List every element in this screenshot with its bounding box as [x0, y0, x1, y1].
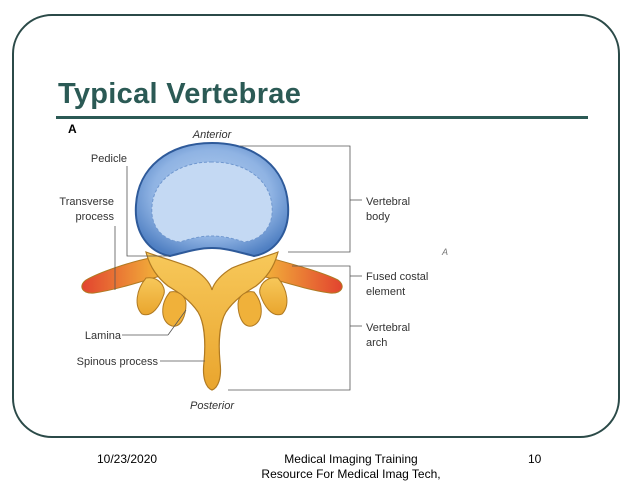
label-transverse-process-1: Transverse	[59, 196, 114, 208]
right-transverse-process	[261, 257, 343, 294]
label-pedicle: Pedicle	[91, 153, 127, 165]
right-articular-process	[259, 277, 288, 316]
label-anterior: Anterior	[192, 129, 233, 141]
footer-date: 10/23/2020	[97, 452, 158, 466]
label-spinous-process: Spinous process	[77, 356, 159, 368]
right-inferior-articular-lobe	[237, 291, 262, 327]
footer-center-line1: Medical Imaging Training	[284, 452, 418, 466]
vertebral-body-cancellous	[151, 161, 273, 243]
left-transverse-process	[81, 257, 161, 294]
left-inferior-articular-lobe	[162, 291, 187, 327]
figure-letter: A	[68, 122, 77, 136]
label-vertebral-body-2: body	[366, 211, 390, 223]
label-fused-costal-2: element	[366, 286, 405, 298]
title-underline	[56, 116, 588, 119]
label-vertebral-body-1: Vertebral	[366, 196, 410, 208]
left-articular-process	[136, 277, 165, 316]
label-posterior: Posterior	[190, 400, 235, 412]
footer-center-line2: Resource For Medical Imag Tech,	[261, 467, 441, 481]
footer-page-number: 10	[528, 452, 542, 466]
label-lamina: Lamina	[85, 330, 122, 342]
leader-lines	[114, 145, 362, 391]
vertebral-arch	[145, 251, 279, 391]
label-vertebral-arch-2: arch	[366, 337, 387, 349]
slide-frame	[12, 14, 620, 438]
label-transverse-process-2: process	[75, 211, 114, 223]
stray-letter-mark: A	[441, 247, 448, 257]
label-fused-costal-1: Fused costal	[366, 271, 428, 283]
label-vertebral-arch-1: Vertebral	[366, 322, 410, 334]
slide-title: Typical Vertebrae	[58, 78, 302, 110]
